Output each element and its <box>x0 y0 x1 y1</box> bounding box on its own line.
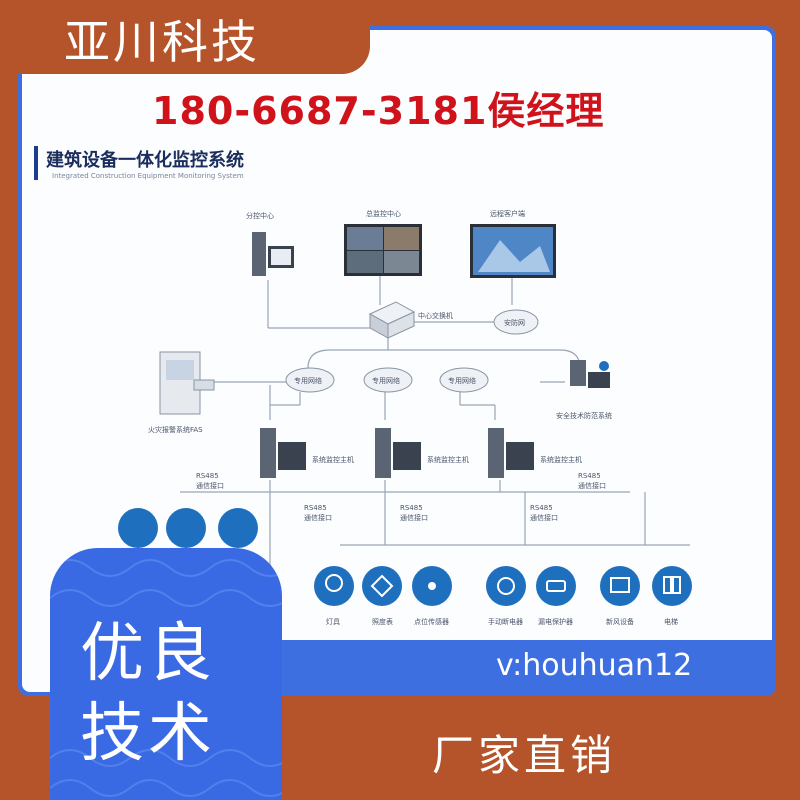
wechat-contact[interactable]: v:houhuan12 <box>496 648 693 683</box>
leakage-protector-icon <box>536 566 576 606</box>
device-label-5: 新风设备 <box>606 617 634 626</box>
device-label-2: 点位传感器 <box>414 617 449 626</box>
private-network-clouds <box>285 367 489 393</box>
security-system-label: 安全技术防范系统 <box>556 411 612 420</box>
private-net-label-1: 专用网络 <box>294 376 322 385</box>
fas-cabinet-icon <box>159 351 215 415</box>
rs485-left-label: RS485 <box>196 472 219 480</box>
phone-line[interactable]: 180-6687-3181侯经理 <box>152 89 605 133</box>
title-accent <box>34 146 38 180</box>
host-label-2: 系统监控主机 <box>427 455 469 464</box>
sensor-icon-1 <box>118 508 158 548</box>
security-system-icon <box>570 360 610 388</box>
promo-text: 优良 技术 <box>80 614 216 774</box>
rs485-left-port-label: 通信接口 <box>196 481 224 490</box>
fresh-air-icon <box>600 566 640 606</box>
remote-client-screen <box>470 224 556 278</box>
promo-line-1: 优良 <box>80 617 216 691</box>
fas-label: 火灾报警系统FAS <box>148 425 203 434</box>
private-net-label-3: 专用网络 <box>448 376 476 385</box>
wechat-bar <box>280 640 772 692</box>
sensor-icon-3 <box>218 508 258 548</box>
private-net-label-2: 专用网络 <box>372 376 400 385</box>
lamp-icon <box>314 566 354 606</box>
device-icons-row <box>118 508 692 606</box>
monitoring-hosts <box>260 428 534 478</box>
main-center-label: 总监控中心 <box>366 209 401 218</box>
sensor-icon-2 <box>166 508 206 548</box>
main-center-video-wall <box>344 224 422 276</box>
promo-card: 优良 技术 <box>50 548 282 800</box>
brand-name: 亚川科技 <box>64 15 260 69</box>
diagram-subtitle: Integrated Construction Equipment Monito… <box>52 172 244 180</box>
promo-line-2: 技术 <box>80 697 216 771</box>
remote-client-label: 远程客户端 <box>490 209 525 218</box>
rs485-right-label: RS485 <box>578 472 601 480</box>
device-label-0: 灯具 <box>326 617 340 626</box>
rs485-port-label-1: 通信接口 <box>304 513 332 522</box>
device-label-4: 漏电保护器 <box>538 617 573 626</box>
diagram-title: 建筑设备一体化监控系统 <box>46 150 244 171</box>
slogan: 厂家直销 <box>432 731 617 780</box>
device-label-3: 手动断电器 <box>488 617 523 626</box>
rs485-port-label-2: 通信接口 <box>400 513 428 522</box>
device-label-1: 照度表 <box>372 617 393 626</box>
rs485-label-1: RS485 <box>304 504 327 512</box>
sub-center-computer <box>252 232 294 276</box>
core-switch-label: 中心交换机 <box>418 311 453 320</box>
rs485-label-2: RS485 <box>400 504 423 512</box>
rs485-label-3: RS485 <box>530 504 553 512</box>
sub-center-label: 分控中心 <box>246 211 274 220</box>
host-label-1: 系统监控主机 <box>312 455 354 464</box>
rs485-right-port-label: 通信接口 <box>578 481 606 490</box>
wave-pattern-icon <box>50 559 282 797</box>
host-label-3: 系统监控主机 <box>540 455 582 464</box>
core-switch-icon <box>368 301 416 339</box>
brand-tab <box>0 0 370 74</box>
power-breaker-icon <box>486 566 526 606</box>
device-label-6: 电梯 <box>664 617 678 626</box>
security-net-cloud <box>493 309 539 335</box>
rs485-port-label-3: 通信接口 <box>530 513 558 522</box>
illuminance-icon <box>362 566 402 606</box>
security-net-label: 安防网 <box>504 318 525 327</box>
